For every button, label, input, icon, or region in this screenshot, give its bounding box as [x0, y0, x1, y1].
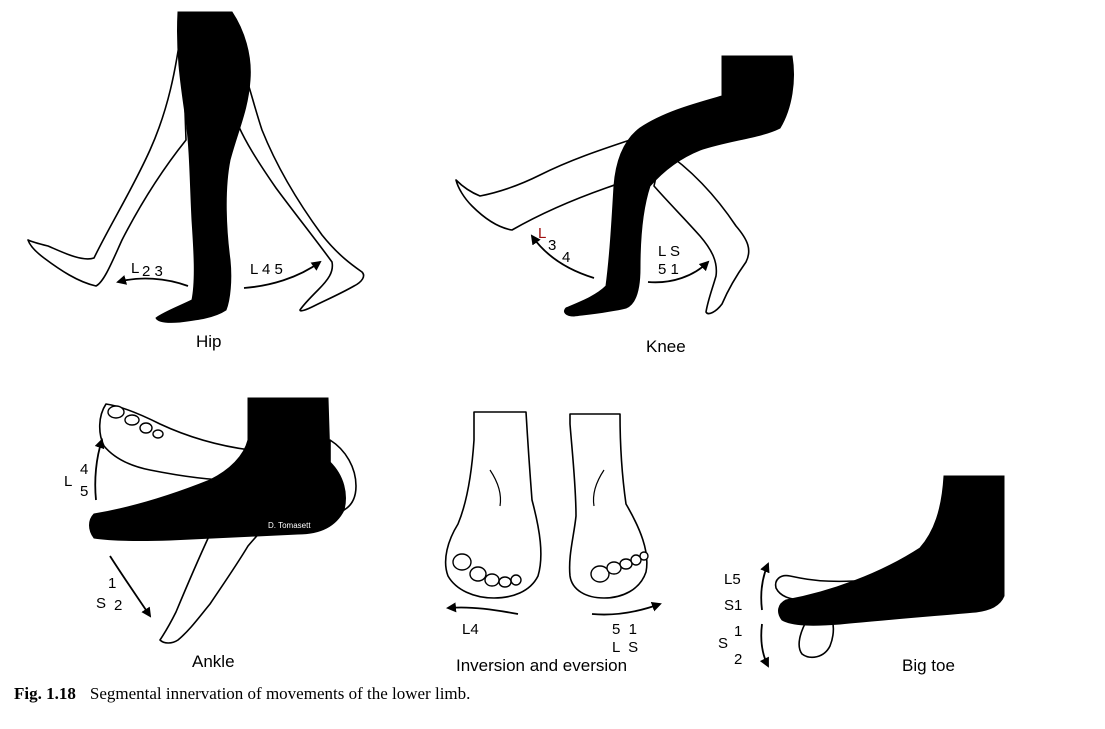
ankle-toe-4	[153, 430, 163, 438]
hip-panel: L 2 3 L 4 5 Hip	[28, 12, 364, 351]
inversion-left-toe-2	[470, 567, 486, 581]
ankle-signature: D. Tomasett	[268, 521, 311, 530]
inversion-left-toe-5	[511, 575, 521, 585]
ankle-plantarflexion-upper: 1	[108, 575, 116, 592]
knee-panel: L 3 4 L S 5 1 Knee	[456, 56, 794, 356]
bigtoe-title: Big toe	[902, 656, 955, 675]
knee-extension-prefix: L	[538, 225, 546, 242]
ankle-toe-1	[108, 406, 124, 418]
bigtoe-flexion-lower: 2	[734, 651, 742, 668]
hip-leg-standing-solid	[156, 12, 250, 322]
figure-caption: Fig. 1.18 Segmental innervation of moveme…	[14, 684, 470, 704]
knee-extension-root-4: 4	[562, 249, 570, 266]
inversion-left-toe-3	[485, 574, 499, 586]
ankle-plantarflexion-prefix: S	[96, 595, 106, 612]
bigtoe-extension-bottom: S1	[724, 597, 742, 614]
inversion-left-toe-1	[453, 554, 471, 570]
knee-leg-flexed-outline	[654, 150, 749, 314]
inversion-right-toe-2	[607, 562, 621, 574]
bigtoe-extension-arrow	[761, 564, 768, 610]
figure-number: Fig. 1.18	[14, 684, 76, 703]
ankle-dorsiflexion-prefix: L	[64, 473, 72, 490]
knee-flexion-bottom: 5 1	[658, 261, 679, 278]
hip-extension-roots: 4 5	[262, 261, 283, 278]
ankle-plantarflexion-lower: 2	[114, 597, 122, 614]
figure-caption-text: Segmental innervation of movements of th…	[90, 684, 471, 703]
hip-flexion-roots: 2 3	[142, 263, 163, 280]
bigtoe-foot-solid	[779, 476, 1004, 625]
hip-flexion-prefix: L	[131, 260, 139, 277]
ankle-toe-2	[125, 415, 139, 425]
knee-flexion-top: L S	[658, 243, 680, 260]
inversion-arrow	[448, 607, 518, 614]
eversion-arrow	[592, 604, 660, 615]
bigtoe-extension-top: L5	[724, 571, 741, 588]
ankle-dorsiflexion-lower: 5	[80, 483, 88, 500]
bigtoe-flexion-upper: 1	[734, 623, 742, 640]
inversion-right-toe-3	[620, 559, 632, 569]
eversion-label-bottom: L S	[612, 639, 638, 656]
hip-leg-flexed-outline	[28, 24, 186, 286]
bigtoe-flexion-arrow	[761, 624, 768, 666]
bigtoe-flexion-prefix: S	[718, 635, 728, 652]
ankle-toe-3	[140, 423, 152, 433]
ankle-dorsiflexion-upper: 4	[80, 461, 88, 478]
knee-title: Knee	[646, 337, 686, 356]
inversion-title: Inversion and eversion	[456, 656, 627, 675]
inversion-panel: L4 5 1 L S Inversion and eversion	[446, 412, 660, 675]
eversion-label-top: 5 1	[612, 621, 637, 638]
hip-title: Hip	[196, 332, 222, 351]
inversion-label: L4	[462, 621, 479, 638]
ankle-dorsiflexion-arrow	[95, 440, 102, 500]
ankle-title: Ankle	[192, 652, 235, 671]
bigtoe-panel: L5 S1 S 1 2 Big toe	[718, 476, 1004, 675]
knee-extension-root-3: 3	[548, 237, 556, 254]
ankle-panel: D. Tomasett L 4 5 S 1 2 Ankle	[64, 398, 356, 671]
hip-extension-prefix: L	[250, 261, 258, 278]
inversion-right-toe-1	[591, 566, 609, 582]
inversion-right-toe-5	[640, 552, 648, 560]
inversion-left-toe-4	[499, 577, 511, 587]
